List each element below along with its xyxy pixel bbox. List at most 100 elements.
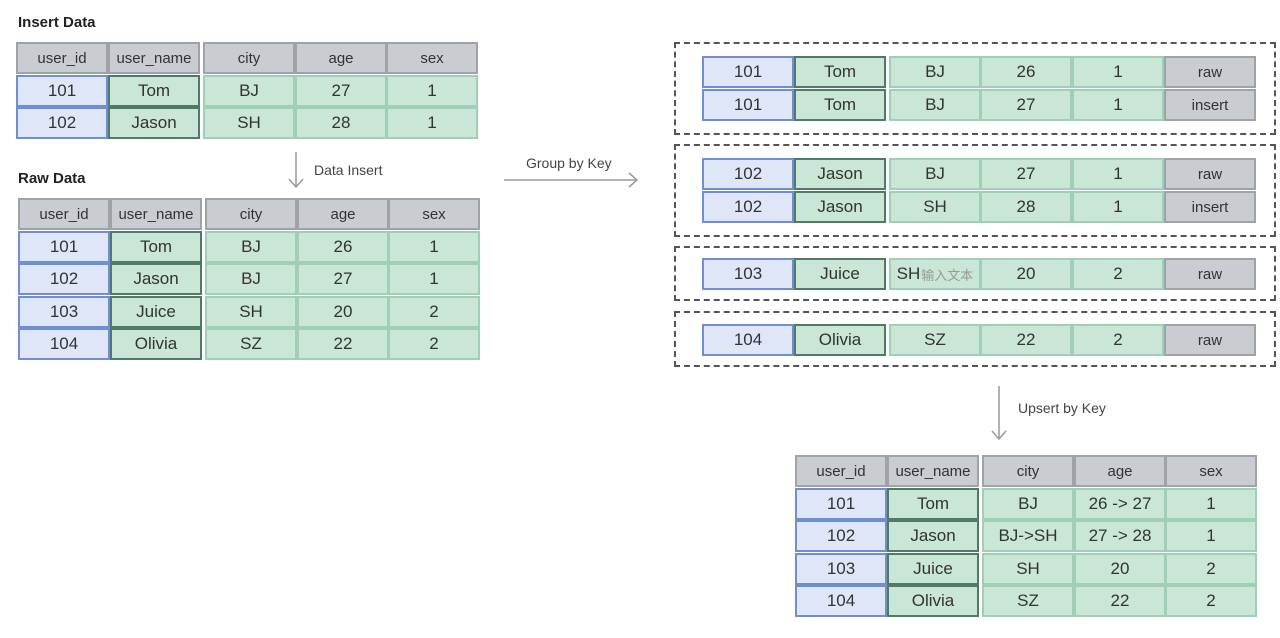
table-cell-age: 20 bbox=[980, 258, 1072, 290]
table-cell-user-id: 102 bbox=[18, 263, 110, 295]
table-cell-user-name: Olivia bbox=[794, 324, 886, 356]
table-cell-user-id: 101 bbox=[16, 74, 108, 107]
column-header-user-id: user_id bbox=[18, 198, 110, 230]
operation-badge: insert bbox=[1164, 191, 1256, 223]
table-cell-city: SZ bbox=[205, 328, 297, 360]
group-box-102 bbox=[674, 144, 1276, 237]
table-cell-user-id: 101 bbox=[18, 230, 110, 263]
operation-badge: raw bbox=[1164, 258, 1256, 290]
table-cell-user-name: Olivia bbox=[887, 585, 979, 617]
table-cell-user-id: 104 bbox=[795, 585, 887, 617]
table-cell-user-name: Tom bbox=[794, 89, 886, 121]
table-cell-user-id: 101 bbox=[795, 487, 887, 520]
table-cell-user-name: Juice bbox=[110, 295, 202, 328]
table-cell-city: SH bbox=[205, 295, 297, 328]
table-cell-user-name: Tom bbox=[108, 74, 200, 107]
table-cell-city: SZ bbox=[889, 324, 981, 356]
table-cell-sex: 1 bbox=[386, 107, 478, 139]
right-arrow-icon bbox=[504, 172, 639, 188]
table-cell-city: SH bbox=[203, 107, 295, 139]
table-cell-sex: 2 bbox=[1072, 324, 1164, 356]
table-cell-user-name: Tom bbox=[110, 230, 202, 263]
table-cell-age: 26 bbox=[297, 230, 389, 263]
table-cell-city: BJ->SH bbox=[982, 520, 1074, 552]
column-header-city: city bbox=[982, 455, 1074, 487]
table-cell-sex: 1 bbox=[1072, 158, 1164, 190]
table-cell-age: 20 bbox=[1074, 552, 1166, 585]
table-cell-user-id: 102 bbox=[795, 520, 887, 552]
table-cell-age: 27 bbox=[980, 158, 1072, 190]
table-cell-sex: 2 bbox=[1072, 258, 1164, 290]
table-cell-user-name: Tom bbox=[887, 487, 979, 520]
table-cell-user-id: 102 bbox=[702, 158, 794, 190]
operation-badge: raw bbox=[1164, 158, 1256, 190]
table-cell-sex: 2 bbox=[388, 328, 480, 360]
table-cell-age: 26 bbox=[980, 56, 1072, 88]
down-arrow-icon bbox=[288, 152, 304, 189]
table-cell-user-id: 104 bbox=[18, 328, 110, 360]
group-box-103 bbox=[674, 246, 1276, 301]
column-header-sex: sex bbox=[1165, 455, 1257, 487]
column-header-user-name: user_name bbox=[110, 198, 202, 230]
table-cell-city: BJ bbox=[203, 74, 295, 107]
table-cell-sex: 2 bbox=[1165, 585, 1257, 617]
table-cell-sex: 1 bbox=[1165, 487, 1257, 520]
table-cell-city: SH bbox=[982, 552, 1074, 585]
operation-badge: raw bbox=[1164, 324, 1256, 356]
table-cell-city: SZ bbox=[982, 585, 1074, 617]
table-cell-sex: 1 bbox=[388, 230, 480, 263]
table-cell-age: 22 bbox=[297, 328, 389, 360]
operation-badge: raw bbox=[1164, 56, 1256, 88]
table-cell-sex: 1 bbox=[388, 263, 480, 295]
table-cell-age: 27 bbox=[295, 74, 387, 107]
table-cell-city: BJ bbox=[205, 263, 297, 295]
table-cell-user-name: Jason bbox=[794, 191, 886, 223]
table-cell-age: 27 bbox=[297, 263, 389, 295]
table-cell-user-id: 103 bbox=[702, 258, 794, 290]
placeholder-text: 输入文本 bbox=[921, 267, 974, 283]
table-cell-user-id: 102 bbox=[16, 107, 108, 139]
group-by-key-label: Group by Key bbox=[526, 155, 612, 171]
data-insert-label: Data Insert bbox=[314, 162, 383, 178]
table-cell-user-id: 101 bbox=[702, 89, 794, 121]
column-header-sex: sex bbox=[388, 198, 480, 230]
column-header-age: age bbox=[297, 198, 389, 230]
table-cell-age: 28 bbox=[980, 191, 1072, 223]
column-header-age: age bbox=[295, 42, 387, 74]
table-cell-age: 27 -> 28 bbox=[1074, 520, 1166, 552]
down-arrow-icon bbox=[991, 386, 1007, 441]
column-header-city: city bbox=[205, 198, 297, 230]
table-cell-user-name: Olivia bbox=[110, 328, 202, 360]
column-header-user-name: user_name bbox=[108, 42, 200, 74]
table-cell-sex: 1 bbox=[1165, 520, 1257, 552]
column-header-user-id: user_id bbox=[16, 42, 108, 74]
table-cell-user-name: Jason bbox=[794, 158, 886, 190]
table-cell-user-id: 101 bbox=[702, 56, 794, 88]
column-header-city: city bbox=[203, 42, 295, 74]
table-cell-sex: 1 bbox=[1072, 191, 1164, 223]
insert-data-title: Insert Data bbox=[18, 14, 96, 31]
table-cell-city: BJ bbox=[889, 89, 981, 121]
table-cell-user-name: Tom bbox=[794, 56, 886, 88]
table-cell-city: BJ bbox=[982, 487, 1074, 520]
table-cell-sex: 1 bbox=[386, 74, 478, 107]
table-cell-sex: 2 bbox=[1165, 552, 1257, 585]
table-cell-age: 26 -> 27 bbox=[1074, 487, 1166, 520]
table-cell-age: 20 bbox=[297, 295, 389, 328]
column-header-user-id: user_id bbox=[795, 455, 887, 487]
upsert-by-key-label: Upsert by Key bbox=[1018, 400, 1106, 416]
table-cell-city: BJ bbox=[889, 56, 981, 88]
table-cell-user-id: 102 bbox=[702, 191, 794, 223]
table-cell-user-id: 103 bbox=[18, 295, 110, 328]
table-cell-age: 22 bbox=[1074, 585, 1166, 617]
column-header-sex: sex bbox=[386, 42, 478, 74]
table-cell-city: BJ bbox=[889, 158, 981, 190]
table-cell-city: BJ bbox=[205, 230, 297, 263]
column-header-age: age bbox=[1074, 455, 1166, 487]
operation-badge: insert bbox=[1164, 89, 1256, 121]
column-header-user-name: user_name bbox=[887, 455, 979, 487]
table-cell-age: 22 bbox=[980, 324, 1072, 356]
table-cell-sex: 1 bbox=[1072, 89, 1164, 121]
group-box-101 bbox=[674, 42, 1276, 135]
